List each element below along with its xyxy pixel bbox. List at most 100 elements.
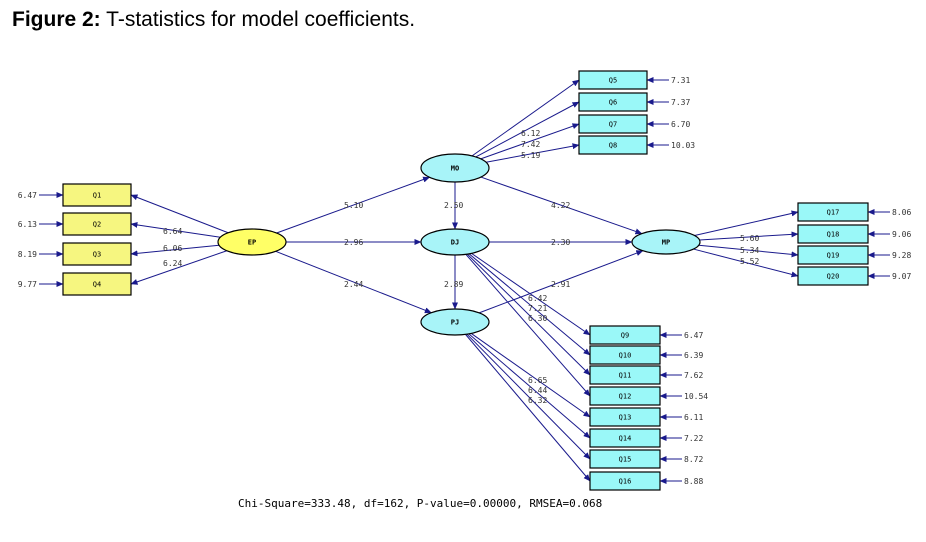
- path-t-value-pj-mp: 2.91: [551, 280, 570, 289]
- indicator-label-q18: Q18: [827, 231, 840, 239]
- indicator-label-q16: Q16: [619, 478, 632, 486]
- latent-dj: [420, 228, 490, 256]
- indicator-box-q9: [589, 325, 661, 345]
- loading-arrow-q7: [480, 123, 580, 160]
- indicator-label-q8: Q8: [609, 142, 617, 150]
- indicator-label-q4: Q4: [93, 281, 101, 289]
- error-value-q15: 8.72: [684, 455, 703, 464]
- indicator-box-q4: [62, 272, 132, 296]
- indicator-label-q14: Q14: [619, 435, 632, 443]
- latent-label-dj: DJ: [451, 239, 459, 247]
- loading-value-q4: 6.24: [163, 259, 182, 268]
- error-value-q14: 7.22: [684, 434, 703, 443]
- path-t-value-ep-mo: 5.10: [344, 201, 363, 210]
- path-arrow-ep-mo: [276, 176, 431, 234]
- loading-arrow-q14: [468, 333, 591, 439]
- latent-pj: [420, 308, 490, 336]
- loading-value-q8: 5.19: [521, 151, 540, 160]
- indicator-box-q8: [578, 135, 648, 155]
- latent-label-mo: MO: [451, 165, 459, 173]
- path-t-value-dj-mp: 2.30: [551, 238, 570, 247]
- indicator-box-q20: [797, 266, 869, 286]
- latent-mo: [420, 153, 490, 183]
- loading-arrow-q3: [130, 244, 220, 257]
- loading-value-q2: 6.64: [163, 227, 182, 236]
- figure-caption-prefix: Figure 2:: [12, 8, 101, 31]
- indicator-box-q7: [578, 114, 648, 134]
- indicator-label-q2: Q2: [93, 221, 101, 229]
- loading-arrow-q2: [130, 221, 221, 238]
- indicator-label-q3: Q3: [93, 251, 101, 259]
- error-value-q18: 9.06: [892, 230, 911, 239]
- loading-value-q3: 6.06: [163, 244, 182, 253]
- loading-arrow-q13: [470, 333, 591, 418]
- loading-arrow-q11: [466, 253, 591, 376]
- indicator-box-q18: [797, 224, 869, 244]
- error-value-q13: 6.11: [684, 413, 703, 422]
- figure-caption-text: T-statistics for model coefficients.: [106, 8, 416, 31]
- indicator-label-q19: Q19: [827, 252, 840, 260]
- latent-label-pj: PJ: [451, 319, 459, 327]
- error-value-q17: 8.06: [892, 208, 911, 217]
- error-value-q12: 10.54: [684, 392, 708, 401]
- error-value-q8: 10.03: [671, 141, 695, 150]
- loading-value-q10: 6.42: [528, 294, 547, 303]
- indicator-label-q11: Q11: [619, 372, 632, 380]
- error-value-q11: 7.62: [684, 371, 703, 380]
- loading-value-q12: 6.30: [528, 314, 547, 323]
- error-value-q16: 8.88: [684, 477, 703, 486]
- path-t-value-ep-dj: 2.96: [344, 238, 363, 247]
- indicator-box-q5: [578, 70, 648, 90]
- indicator-label-q17: Q17: [827, 209, 840, 217]
- latent-label-ep: EP: [248, 239, 256, 247]
- loading-value-q7: 7.42: [521, 140, 540, 149]
- loading-arrow-q15: [466, 333, 591, 460]
- error-value-q2: 6.13: [18, 220, 37, 229]
- loading-arrow-q16: [465, 334, 591, 482]
- path-t-value-ep-pj: 2.44: [344, 280, 363, 289]
- loading-arrow-q12: [465, 253, 591, 397]
- loading-value-q20: 5.52: [740, 257, 759, 266]
- figure-caption: Figure 2: T-statistics for model coeffic…: [12, 8, 415, 32]
- error-value-q5: 7.31: [671, 76, 690, 85]
- loading-value-q18: 5.60: [740, 234, 759, 243]
- loading-value-q16: 6.32: [528, 396, 547, 405]
- loading-value-q14: 6.65: [528, 376, 547, 385]
- loading-arrow-q4: [130, 250, 227, 285]
- loading-arrow-q18: [699, 231, 799, 241]
- error-value-q1: 6.47: [18, 191, 37, 200]
- indicator-box-q16: [589, 471, 661, 491]
- loading-arrow-q1: [130, 194, 229, 234]
- indicator-box-q13: [589, 407, 661, 427]
- error-value-q7: 6.70: [671, 120, 690, 129]
- indicator-box-q3: [62, 242, 132, 266]
- path-t-value-dj-pj: 2.89: [444, 280, 463, 289]
- error-value-q4: 9.77: [18, 280, 37, 289]
- loading-value-q19: 5.34: [740, 246, 759, 255]
- indicator-label-q7: Q7: [609, 121, 617, 129]
- indicator-box-q10: [589, 345, 661, 365]
- error-value-q6: 7.37: [671, 98, 690, 107]
- indicator-box-q6: [578, 92, 648, 112]
- loading-arrow-q10: [468, 253, 591, 356]
- indicator-box-q12: [589, 386, 661, 406]
- loading-value-q6: 6.12: [521, 129, 540, 138]
- latent-mp: [631, 229, 701, 255]
- error-value-q20: 9.07: [892, 272, 911, 281]
- path-arrow-mo-mp: [480, 176, 643, 235]
- indicator-label-q15: Q15: [619, 456, 632, 464]
- indicator-box-q11: [589, 365, 661, 385]
- loading-arrow-q8: [485, 143, 580, 163]
- loading-value-q15: 6.44: [528, 386, 547, 395]
- indicator-label-q12: Q12: [619, 393, 632, 401]
- error-value-q10: 6.39: [684, 351, 703, 360]
- loading-arrow-q17: [694, 210, 799, 236]
- path-arrow-pj-mp: [478, 250, 644, 314]
- indicator-box-q15: [589, 449, 661, 469]
- loading-arrow-q9: [471, 252, 591, 336]
- path-t-value-mo-mp: 4.22: [551, 201, 570, 210]
- loading-arrow-q19: [698, 244, 799, 258]
- indicator-label-q20: Q20: [827, 273, 840, 281]
- path-arrow-ep-pj: [275, 250, 432, 314]
